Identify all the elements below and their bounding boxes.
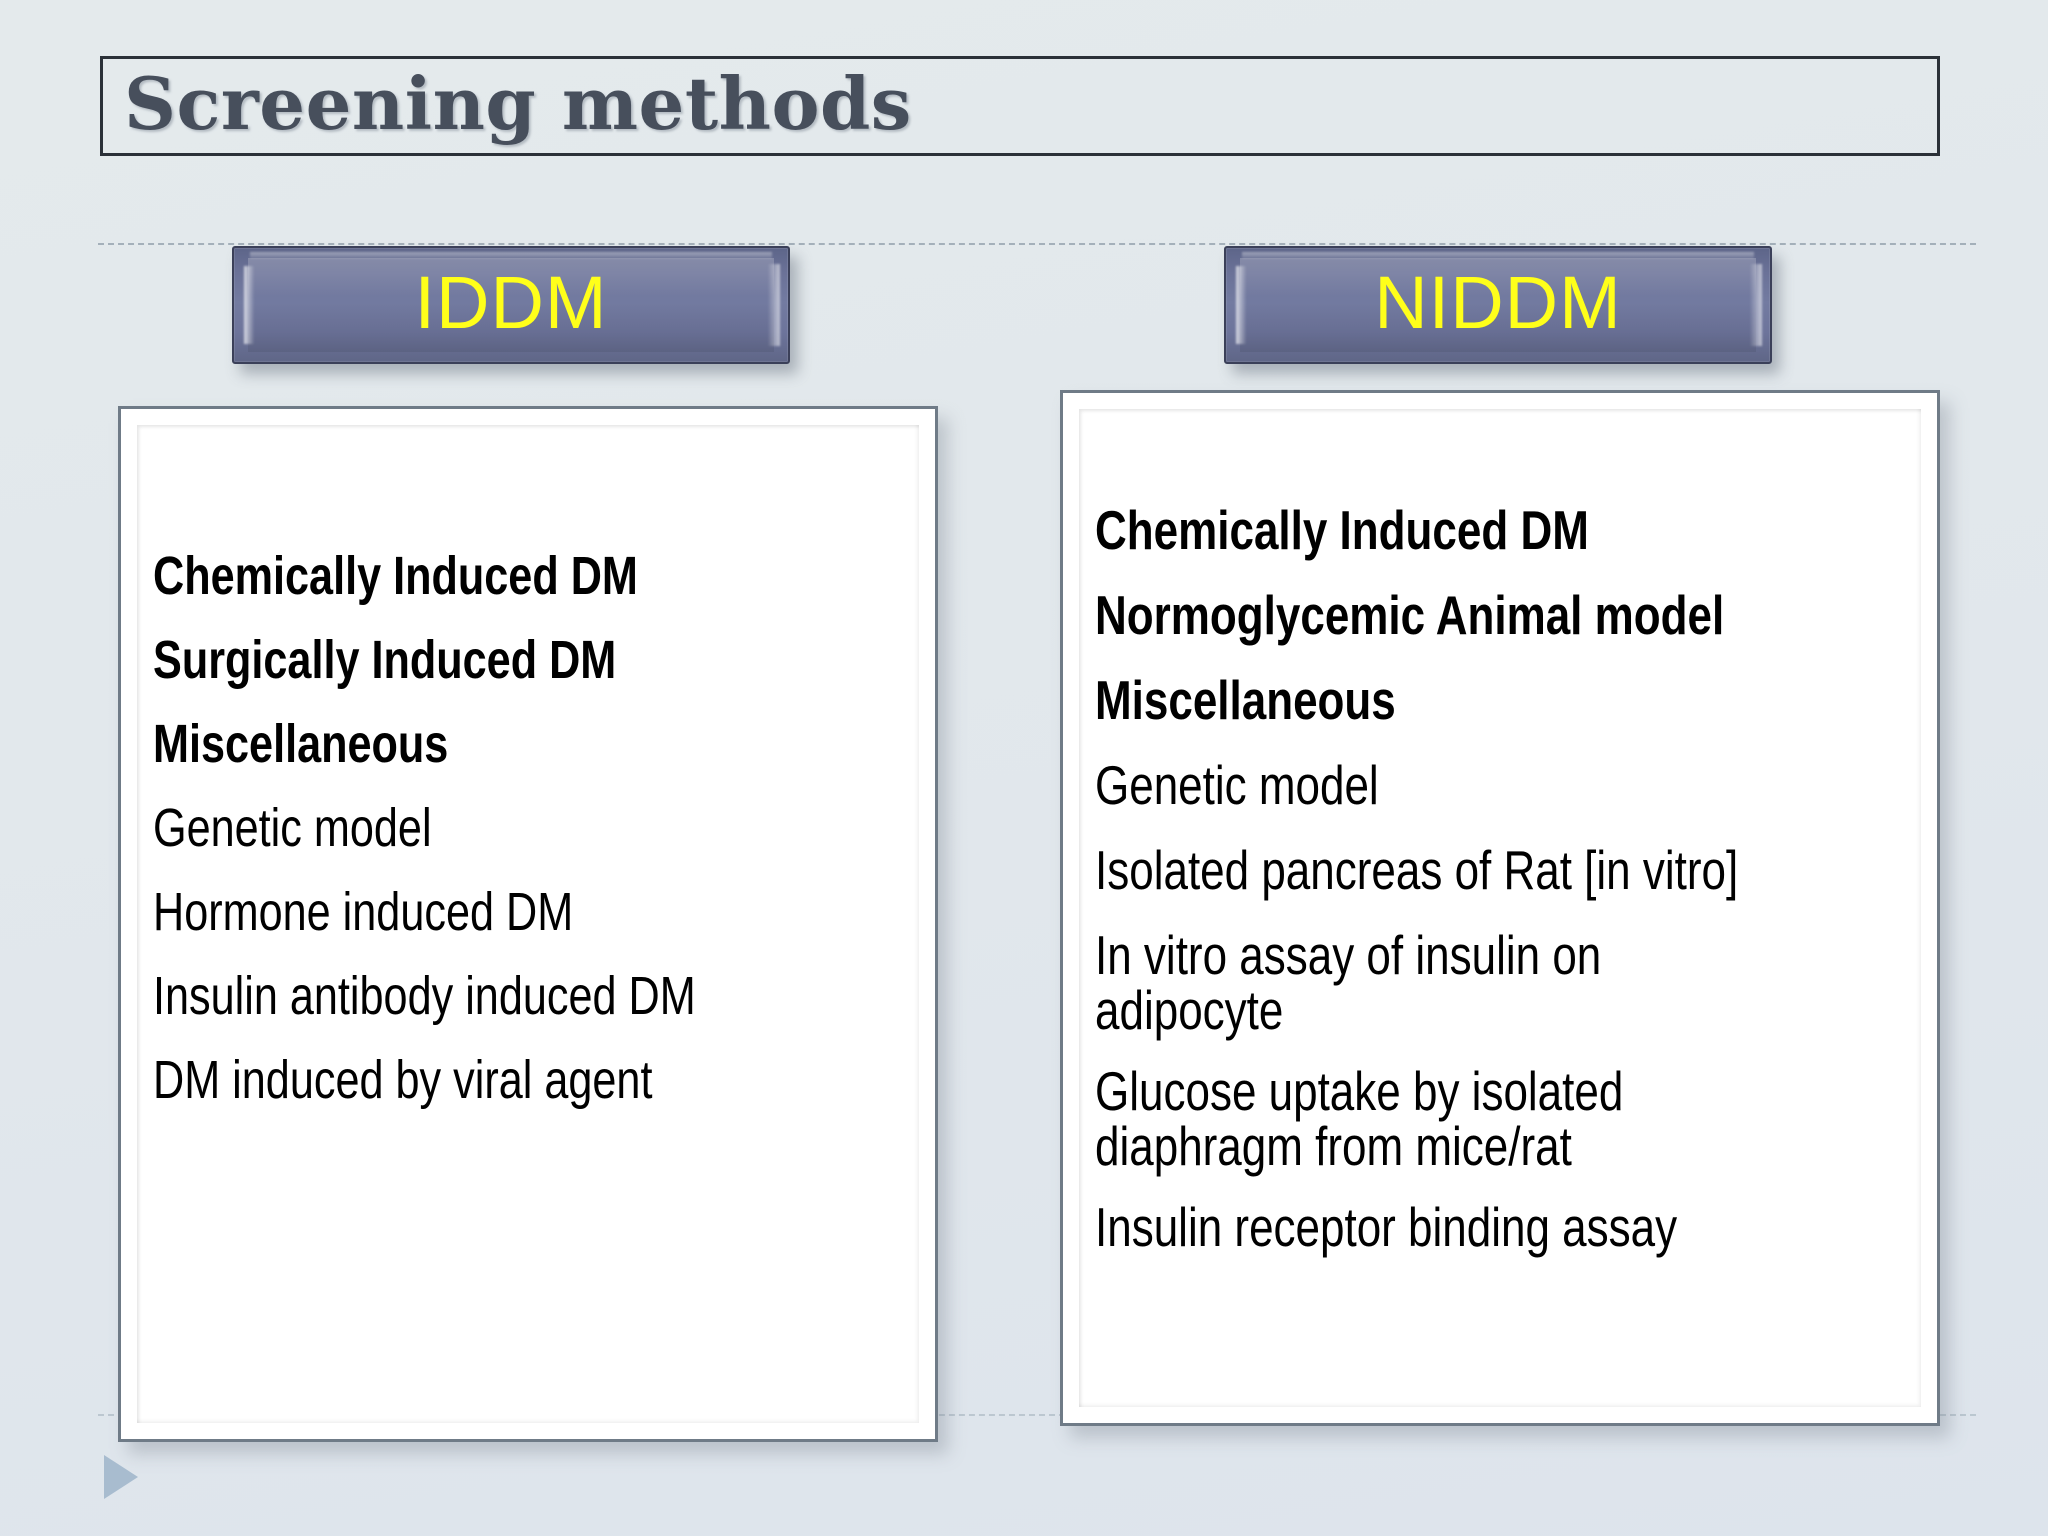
list-item: Miscellaneous [1095, 669, 1396, 731]
badge-label-niddm: NIDDM [1374, 261, 1622, 344]
badge-bevel-left-niddm [1236, 266, 1246, 344]
badge-bevel-top-niddm [1242, 252, 1754, 260]
list-item-line: Glucose uptake by isolated [1095, 1060, 1624, 1122]
title-border-box [100, 56, 1940, 156]
list-item: Genetic model [1095, 754, 1379, 816]
column-header-badge-iddm[interactable]: IDDM [232, 246, 790, 364]
list-item: Miscellaneous [153, 714, 449, 774]
list-item-line: diaphragm from mice/rat [1095, 1115, 1572, 1177]
badge-bevel-left-iddm [244, 266, 254, 344]
list-item: Isolated pancreas of Rat [in vitro] [1095, 839, 1739, 901]
column-header-badge-niddm[interactable]: NIDDM [1224, 246, 1772, 364]
list-item: Glucose uptake by isolated diaphragm fro… [1095, 1064, 1917, 1174]
list-item: In vitro assay of insulin on adipocyte [1095, 928, 1917, 1038]
list-item: Chemically Induced DM [153, 546, 638, 606]
list-item-line: adipocyte [1095, 979, 1284, 1041]
guide-line-top [98, 243, 1976, 245]
list-item-line: In vitro assay of insulin on [1095, 924, 1602, 986]
list-item: Normoglycemic Animal model [1095, 584, 1725, 646]
guide-line-bottom [98, 1414, 1976, 1416]
method-list-niddm: Chemically Induced DM Normoglycemic Anim… [1095, 503, 1917, 1285]
content-panel-iddm: Chemically Induced DM Surgically Induced… [118, 406, 938, 1442]
navigation-triangle-icon[interactable] [104, 1455, 138, 1499]
page-title: Screening methods [124, 61, 912, 146]
list-item: Hormone induced DM [153, 882, 574, 942]
list-item: Chemically Induced DM [1095, 499, 1589, 561]
list-item: Genetic model [153, 798, 432, 858]
list-item: Surgically Induced DM [153, 630, 617, 690]
badge-bevel-right-iddm [768, 264, 780, 346]
list-item: Insulin receptor binding assay [1095, 1196, 1678, 1258]
method-list-iddm: Chemically Induced DM Surgically Induced… [153, 549, 915, 1137]
list-item: Insulin antibody induced DM [153, 966, 696, 1026]
list-item: DM induced by viral agent [153, 1050, 653, 1110]
content-panel-niddm: Chemically Induced DM Normoglycemic Anim… [1060, 390, 1940, 1426]
badge-bevel-top-iddm [250, 252, 772, 260]
badge-label-iddm: IDDM [414, 261, 608, 344]
badge-bevel-right-niddm [1750, 264, 1762, 346]
